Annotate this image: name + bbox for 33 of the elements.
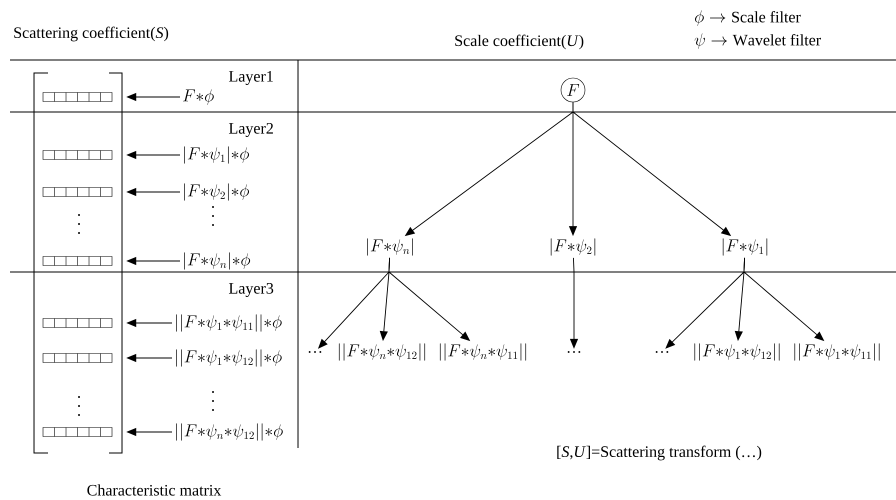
ellipsis: … [568,351,580,353]
matrix-row [42,318,112,328]
formula: $||F{*}\psi_n{*}\psi_{12}||$ [338,343,426,361]
note: [S,U]=Scattering transform (…) [557,446,762,460]
formula: $F{*}\phi$ [183,89,214,105]
formula: $|F{*}\psi_n|$ [367,238,413,256]
formula: $|F{*}\psi_2|{*}\phi$ [184,183,249,201]
layer-label: Layer1 [228,71,273,85]
legend-note: $\psi\rightarrow\mathrm{Wavelet\ filter}$ [694,33,821,49]
ellipsis: … [308,351,322,353]
formula: $|F{*}\psi_1|{*}\phi$ [184,146,249,164]
matrix-row [42,427,112,437]
legend-note: $\phi\rightarrow\mathrm{Scale\ filter}$ [695,10,801,26]
column-heading: Scale coefficient(U) [455,34,584,50]
formula: $||F{*}\psi_n{*}\psi_{11}||$ [440,343,526,361]
ellipsis: … [656,351,668,353]
formula: $|F{*}\psi_n|{*}\phi$ [184,252,250,270]
formula: $||F{*}\psi_1{*}\psi_{11}||{*}\phi$ [176,314,282,332]
layer-label: Layer3 [228,282,274,298]
layer-label: Layer2 [228,122,273,138]
matrix-row [42,187,112,197]
column-heading: Scattering coefficient(S) [14,26,168,42]
matrix-row [42,92,112,102]
matrix-row [42,150,112,160]
formula: $||F{*}\psi_1{*}\psi_{12}||{*}\phi$ [176,349,282,367]
formula: $||F{*}\psi_n{*}\psi_{12}||{*}\phi$ [176,423,283,441]
formula: $|F{*}\psi_1|$ [722,238,768,256]
formula: $||F{*}\psi_1{*}\psi_{11}||$ [794,343,880,361]
matrix-row [42,256,112,266]
formula: $|F{*}\psi_2|$ [550,238,596,256]
formula: $||F{*}\psi_1{*}\psi_{12}||$ [694,343,780,361]
matrix-row [42,353,112,363]
matrix-caption: Characteristic matrix [87,484,222,496]
